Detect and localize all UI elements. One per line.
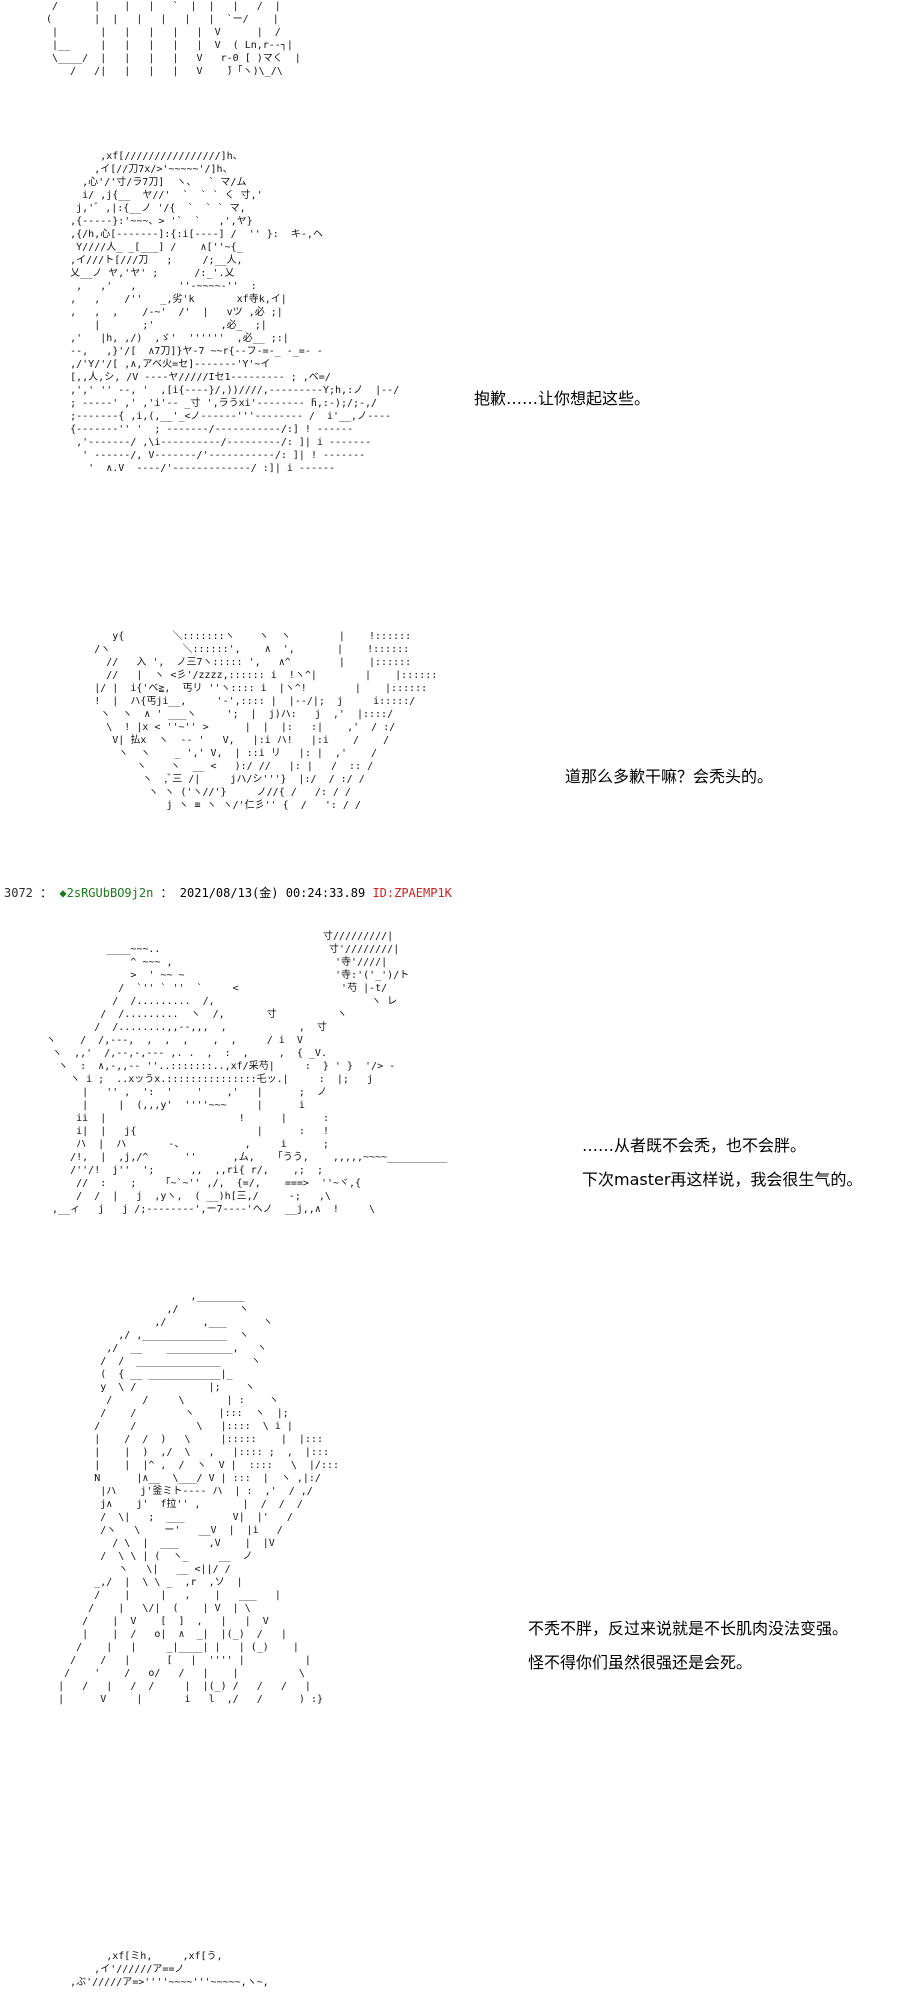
dialogue-line: 抱歉……让你想起这些。 bbox=[474, 389, 651, 408]
ascii-art-panel-1: / | | | ` | | | / | ( | | | | | | `ー/ | … bbox=[46, 1, 301, 77]
ascii-art-panel-3: y{ ＼:::::::ヽ ヽ ヽ | !:::::: /ヽ ＼::::::', … bbox=[94, 631, 438, 811]
post-separator: ： bbox=[40, 886, 53, 900]
post-number: 3072 bbox=[4, 886, 33, 900]
post-datetime: 2021/08/13(金) 00:24:33.89 bbox=[179, 886, 366, 900]
post-separator: ： bbox=[160, 886, 173, 900]
ascii-art-panel-6: ,xf[ミh, ,xf[う, ,イ'//////ア==ノ ,ぶ'/////ア=>… bbox=[70, 1951, 269, 1988]
post-header: 3072 ： ◆2sRGUbBO9j2n ： 2021/08/13(金) 00:… bbox=[4, 884, 452, 901]
ascii-art-panel-4: 寸/////////| ____~~~.. 寸'////////| ^ ~~~ … bbox=[46, 931, 448, 1215]
dialogue-line: 不秃不胖，反过来说就是不长肌肉没法变强。 bbox=[528, 1619, 849, 1638]
ascii-art-panel-5: ,________ ,/ ヽ ,/ ,___ ヽ ,/ ,___________… bbox=[58, 1291, 340, 1705]
dialogue-line: 下次master再这样说，我会很生气的。 bbox=[582, 1170, 863, 1189]
post-id[interactable]: ID:ZPAEMP1K bbox=[372, 886, 452, 900]
ascii-art-panel-2: ,xf[////////////////]h、 ,イ[//刀7x/>'~~~~~… bbox=[70, 151, 400, 474]
dialogue-line: 怪不得你们虽然很强还是会死。 bbox=[528, 1653, 753, 1672]
dialogue-line: 道那么多歉干嘛？会秃头的。 bbox=[565, 767, 774, 786]
post-tripcode[interactable]: ◆2sRGUbBO9j2n bbox=[59, 886, 154, 900]
dialogue-line: ……从者既不会秃，也不会胖。 bbox=[582, 1136, 807, 1155]
